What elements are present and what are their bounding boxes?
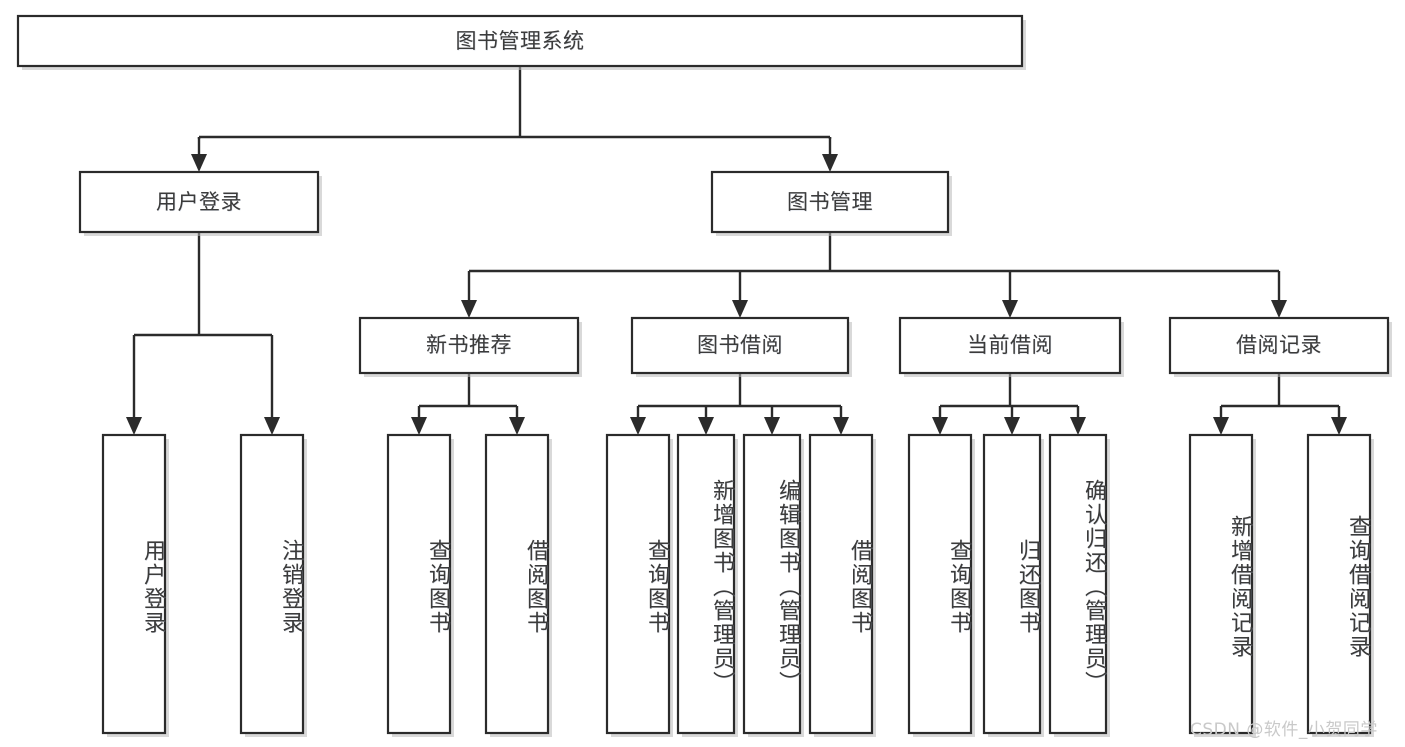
arrow-to-leaf-add-book-arrowhead bbox=[698, 417, 714, 435]
arrow-to-user-login-arrowhead bbox=[191, 154, 207, 172]
arrow-to-leaf-query-book-1-arrowhead bbox=[411, 417, 427, 435]
arrow-to-leaf-borrow-book-1-arrowhead bbox=[509, 417, 525, 435]
arrow-to-leaf-return-book-arrowhead bbox=[1004, 417, 1020, 435]
node-box-leaf-query-book-3[interactable] bbox=[907, 433, 973, 735]
node-box-leaf-add-book[interactable] bbox=[676, 433, 736, 735]
arrow-to-leaf-query-book-2-arrowhead bbox=[630, 417, 646, 435]
arrow-to-leaf-user-login-arrowhead bbox=[126, 417, 142, 435]
node-box-user-login[interactable] bbox=[78, 170, 320, 234]
node-box-leaf-query-record[interactable] bbox=[1306, 433, 1372, 735]
arrow-to-book-manage-arrowhead bbox=[822, 154, 838, 172]
node-box-current-borrow[interactable] bbox=[898, 316, 1122, 375]
arrow-to-leaf-borrow-book-2-arrowhead bbox=[833, 417, 849, 435]
box-layer bbox=[16, 14, 1392, 737]
node-box-leaf-edit-book[interactable] bbox=[742, 433, 802, 735]
node-box-root[interactable] bbox=[16, 14, 1024, 68]
node-box-leaf-logout[interactable] bbox=[239, 433, 305, 735]
arrow-to-leaf-add-record-arrowhead bbox=[1213, 417, 1229, 435]
node-box-new-book-recommend[interactable] bbox=[358, 316, 580, 375]
node-box-leaf-borrow-book-2[interactable] bbox=[808, 433, 874, 735]
node-box-borrow-record[interactable] bbox=[1168, 316, 1390, 375]
node-box-book-manage[interactable] bbox=[710, 170, 950, 234]
arrow-to-book-borrow-arrowhead bbox=[732, 300, 748, 318]
node-box-leaf-return-book[interactable] bbox=[982, 433, 1042, 735]
connector-layer bbox=[126, 66, 1347, 435]
arrow-to-leaf-edit-book-arrowhead bbox=[764, 417, 780, 435]
arrow-to-leaf-confirm-return-arrowhead bbox=[1070, 417, 1086, 435]
arrow-to-current-borrow-arrowhead bbox=[1002, 300, 1018, 318]
arrow-to-leaf-query-book-3-arrowhead bbox=[932, 417, 948, 435]
node-box-leaf-user-login[interactable] bbox=[101, 433, 167, 735]
arrow-to-borrow-record-arrowhead bbox=[1271, 300, 1287, 318]
node-box-leaf-confirm-return[interactable] bbox=[1048, 433, 1108, 735]
arrow-to-leaf-query-record-arrowhead bbox=[1331, 417, 1347, 435]
node-box-leaf-add-record[interactable] bbox=[1188, 433, 1254, 735]
node-box-leaf-query-book-2[interactable] bbox=[605, 433, 671, 735]
node-box-leaf-borrow-book-1[interactable] bbox=[484, 433, 550, 735]
node-box-book-borrow[interactable] bbox=[630, 316, 850, 375]
arrow-to-new-book-recommend-arrowhead bbox=[461, 300, 477, 318]
node-box-leaf-query-book-1[interactable] bbox=[386, 433, 452, 735]
arrow-to-leaf-logout-arrowhead bbox=[264, 417, 280, 435]
